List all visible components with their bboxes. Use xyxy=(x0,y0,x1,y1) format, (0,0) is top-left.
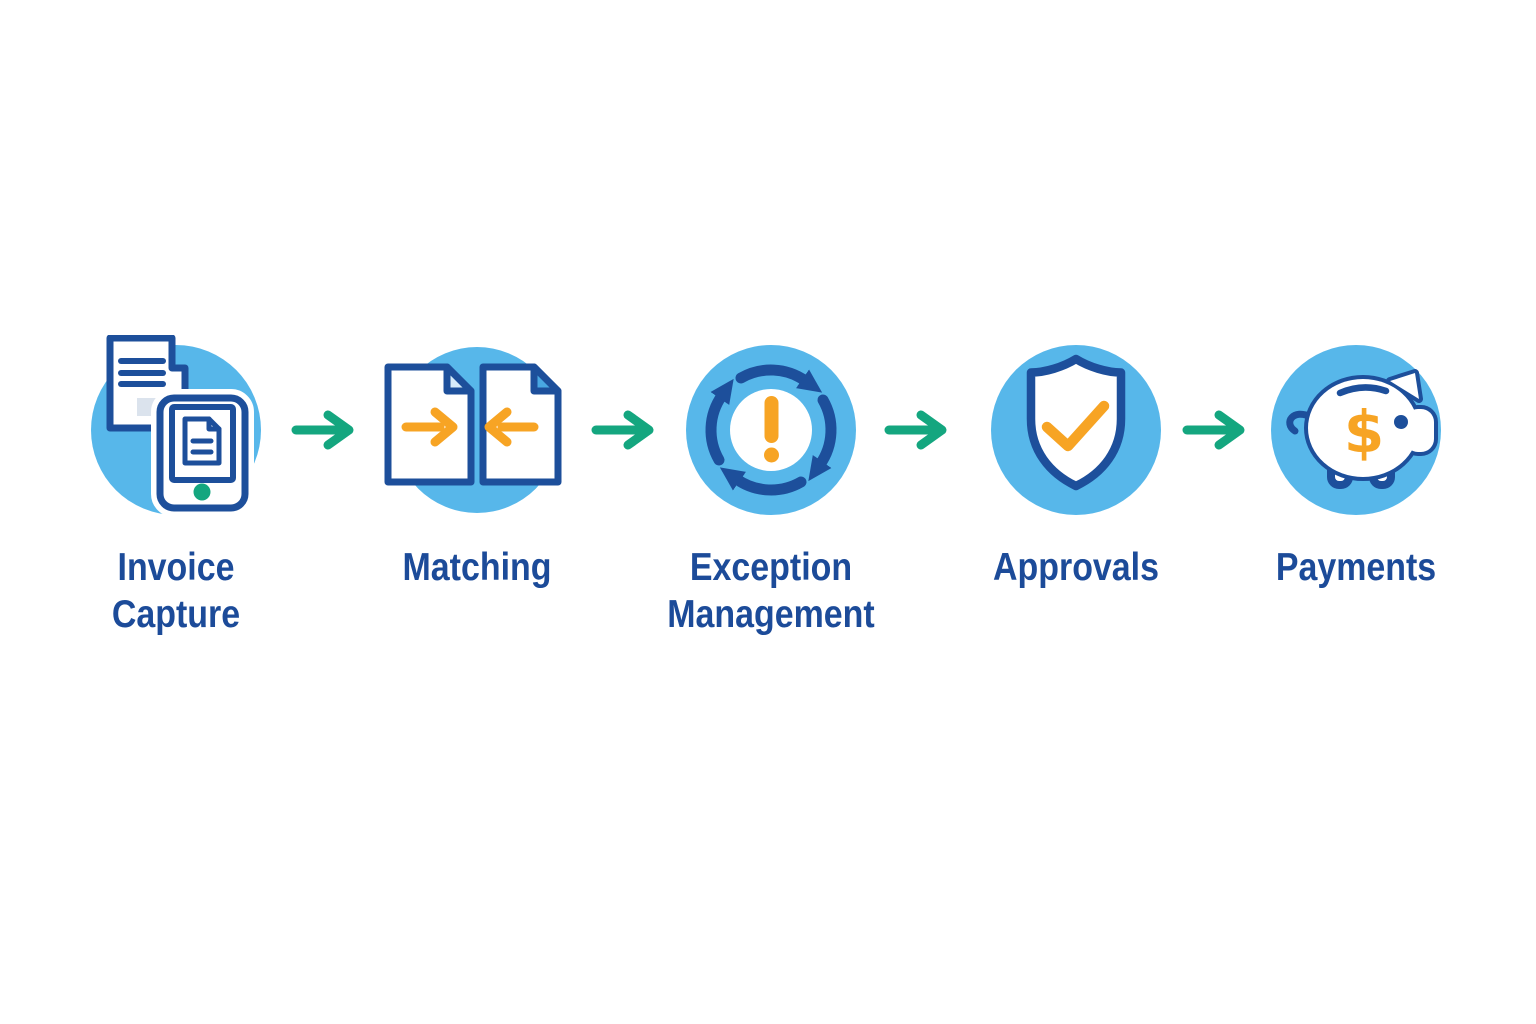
arrow-right-icon xyxy=(591,410,654,450)
label-line: Capture xyxy=(111,593,241,636)
pig-eye xyxy=(1394,415,1408,429)
label-line: Approvals xyxy=(993,546,1159,589)
label-line: Matching xyxy=(402,546,552,589)
exclamation-mark xyxy=(764,396,779,443)
label-line: Payments xyxy=(1275,546,1437,589)
home-button-dot xyxy=(193,483,211,501)
coin-slot xyxy=(1336,384,1390,397)
step-label-payments: Payments xyxy=(1226,544,1487,591)
invoice-documents-phone-icon xyxy=(91,335,261,517)
arrow-right-icon xyxy=(884,410,947,450)
label-line: Exception xyxy=(689,546,853,589)
step-label-exception-management: Exception Management xyxy=(641,544,902,638)
matching-documents-arrows-icon xyxy=(384,347,562,513)
arrow-right-icon xyxy=(1182,410,1245,450)
step-label-invoice-capture: Invoice Capture xyxy=(46,544,307,638)
label-line: Management xyxy=(667,593,875,636)
shield-checkmark-icon xyxy=(991,345,1161,515)
label-line: Invoice xyxy=(117,546,235,589)
piggy-bank-dollar-icon: $ xyxy=(1271,345,1441,515)
arrow-right-icon xyxy=(291,410,354,450)
step-label-approvals: Approvals xyxy=(946,544,1207,591)
cycle-arrows-alert-icon xyxy=(686,345,856,515)
dollar-sign: $ xyxy=(1344,398,1384,466)
step-label-matching: Matching xyxy=(347,544,608,591)
